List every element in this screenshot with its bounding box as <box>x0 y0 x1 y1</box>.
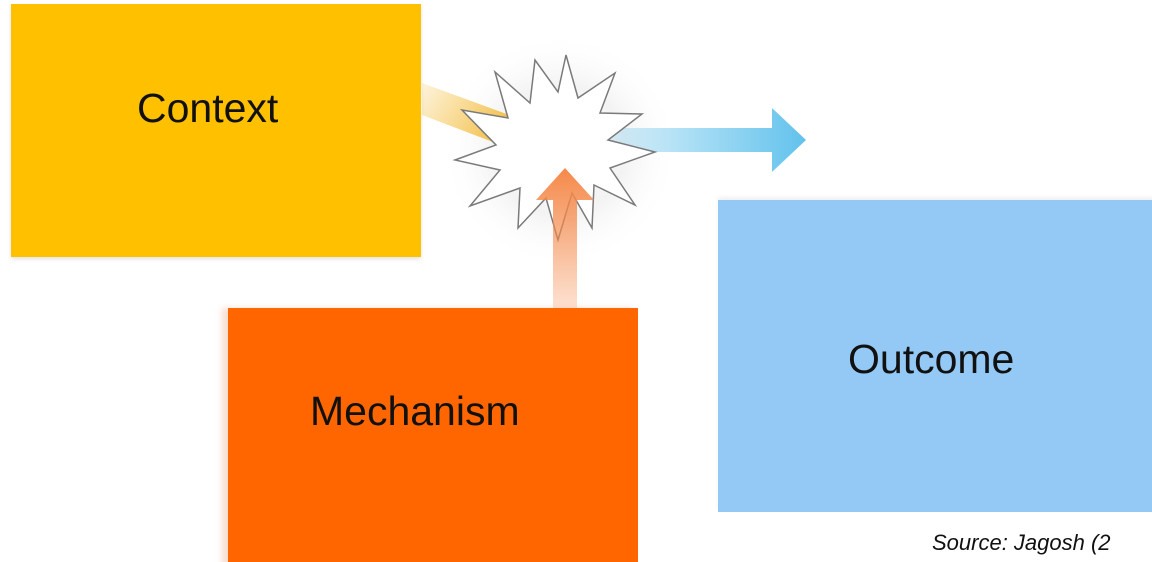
mechanism-box: Mechanism <box>228 308 638 562</box>
source-citation: Source: Jagosh (2 <box>932 530 1111 555</box>
outcome-label: Outcome <box>848 336 1015 382</box>
context-label: Context <box>137 85 279 131</box>
mechanism-label: Mechanism <box>310 388 520 434</box>
arrow-mechanism-to-center <box>536 168 594 308</box>
arrow-center-to-outcome <box>568 108 806 172</box>
context-box: Context <box>11 4 421 257</box>
outcome-box: Outcome <box>718 200 1152 512</box>
